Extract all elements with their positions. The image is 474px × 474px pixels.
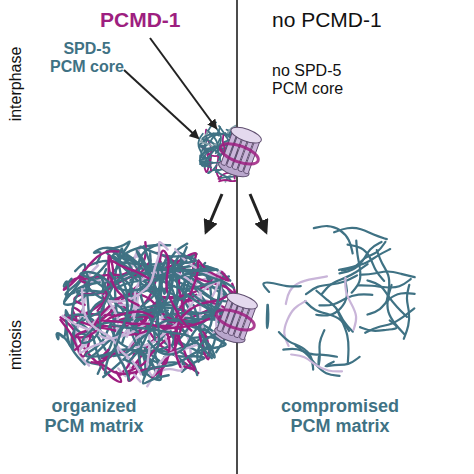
- fiber: [204, 151, 213, 167]
- annotation: compromised PCM matrix: [272, 396, 408, 436]
- phase-label: interphase: [7, 47, 25, 122]
- annotation: no SPD-5 PCM core: [272, 62, 358, 98]
- compromised-matrix: [263, 226, 414, 376]
- fiber: [105, 273, 128, 373]
- fiber: [377, 250, 389, 302]
- transition-arrow: [250, 194, 266, 232]
- fiber: [319, 294, 372, 305]
- annotation: no PCMD-1: [272, 8, 382, 32]
- fiber: [345, 278, 356, 330]
- fiber: [188, 261, 229, 302]
- fiber: [318, 330, 324, 366]
- fiber: [267, 305, 269, 328]
- fiber: [202, 134, 219, 139]
- fiber: [334, 228, 387, 239]
- fiber: [314, 226, 353, 253]
- fiber: [279, 332, 313, 370]
- pcm-core: [198, 122, 236, 181]
- organized-matrix: [57, 242, 236, 387]
- fiber: [263, 283, 300, 292]
- fiber: [325, 357, 359, 366]
- fiber: [352, 241, 361, 293]
- fiber: [337, 310, 349, 364]
- fiber: [130, 261, 176, 360]
- transition-arrow: [206, 194, 222, 232]
- annotation: PCMD-1: [100, 8, 181, 32]
- fiber: [367, 293, 414, 314]
- pointer-arrow: [124, 70, 198, 138]
- fiber: [291, 354, 342, 371]
- fiber: [111, 324, 212, 358]
- fiber: [365, 308, 414, 332]
- pointer-arrow: [150, 38, 216, 128]
- phase-label: mitosis: [7, 320, 25, 370]
- fiber: [286, 276, 327, 304]
- fiber: [360, 320, 397, 330]
- fiber: [143, 312, 169, 384]
- fiber: [358, 279, 411, 287]
- annotation: SPD-5 PCM core: [44, 40, 130, 76]
- divider: [236, 0, 238, 474]
- centriole: [213, 123, 267, 182]
- fiber: [387, 285, 404, 334]
- fiber: [101, 319, 209, 329]
- fiber: [219, 176, 236, 181]
- annotation: organized PCM matrix: [36, 396, 152, 436]
- centriole: [209, 289, 263, 348]
- fiber: [360, 272, 415, 278]
- fiber: [109, 260, 149, 305]
